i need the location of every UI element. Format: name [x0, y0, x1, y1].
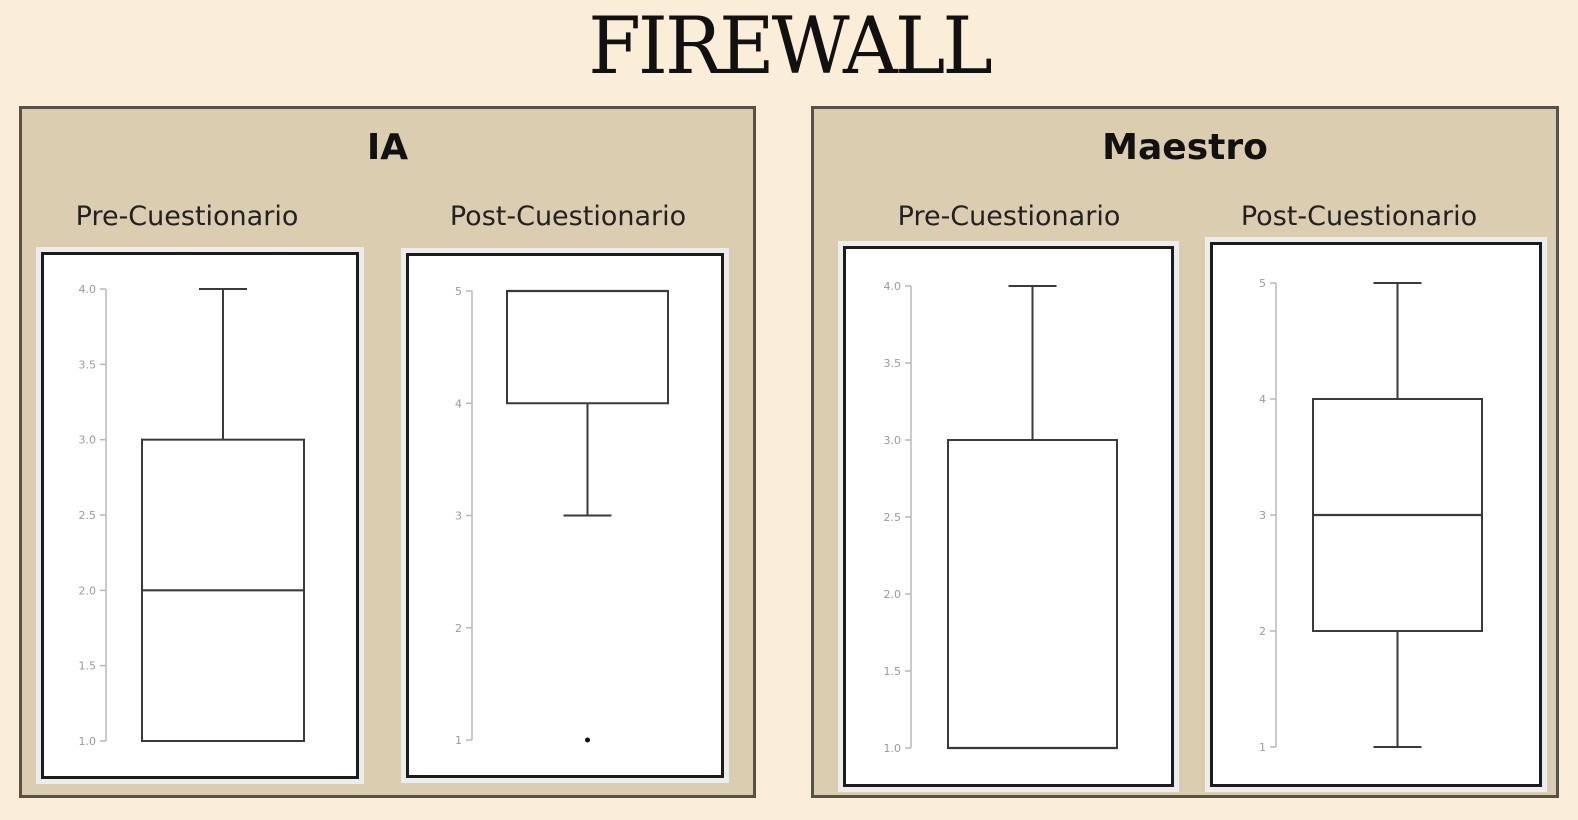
- y-tick-label: 5: [455, 285, 462, 298]
- chart-title: Post-Cuestionario: [1240, 201, 1478, 232]
- y-tick-label: 5: [1259, 277, 1266, 290]
- boxplot-chart: 1.0 1.5 2.0 2.5 3.0 3.5 4.0: [79, 283, 305, 748]
- boxplot-chart: 1.0 1.5 2.0 2.5 3.0 3.5 4.0: [884, 280, 1118, 755]
- y-tick-label: 1: [1259, 741, 1266, 754]
- group-panel-maestro: Maestro Pre-Cuestionario Post-Cuestionar…: [811, 106, 1559, 798]
- group-title: IA: [366, 127, 409, 168]
- boxplot-frame: 1 2 3 4 5: [1210, 242, 1542, 787]
- boxplot-frame: 1.0 1.5 2.0 2.5 3.0 3.5 4.0: [41, 252, 359, 779]
- box-iqr: [947, 439, 1118, 749]
- y-tick-label: 2.0: [79, 584, 97, 597]
- outlier-point: [585, 737, 590, 743]
- y-tick-label: 4: [455, 397, 462, 410]
- y-tick-label: 1.5: [79, 660, 97, 673]
- boxplot-frame: 1 2 3 4 5: [406, 253, 724, 778]
- page-title: FIREWALL: [588, 0, 993, 92]
- boxplot-chart: 1 2 3 4 5: [1259, 277, 1483, 754]
- chart-title: Post-Cuestionario: [449, 201, 687, 232]
- y-tick-label: 1.0: [79, 735, 97, 748]
- y-tick-label: 4.0: [79, 283, 97, 296]
- y-tick-label: 2: [455, 622, 462, 635]
- y-tick-label: 2.5: [79, 509, 97, 522]
- y-tick-label: 2.0: [884, 588, 902, 601]
- y-tick-label: 1: [455, 734, 462, 747]
- y-tick-label: 3.5: [884, 357, 902, 370]
- box-iqr: [506, 290, 669, 405]
- chart-title: Pre-Cuestionario: [897, 201, 1121, 232]
- chart-title: Pre-Cuestionario: [75, 201, 299, 232]
- y-tick-label: 2.5: [884, 511, 902, 524]
- y-tick-label: 3.0: [884, 434, 902, 447]
- y-tick-label: 2: [1259, 625, 1266, 638]
- y-tick-label: 4.0: [884, 280, 902, 293]
- boxplot-chart: 1 2 3 4 5: [455, 285, 669, 747]
- y-tick-label: 3: [455, 510, 462, 523]
- group-title: Maestro: [1102, 127, 1268, 168]
- y-tick-label: 3: [1259, 509, 1266, 522]
- boxplot-frame: 1.0 1.5 2.0 2.5 3.0 3.5 4.0: [843, 246, 1174, 787]
- y-tick-label: 4: [1259, 393, 1266, 406]
- y-tick-label: 1.5: [884, 665, 902, 678]
- group-panel-ia: IA Pre-Cuestionario Post-Cuestionario 1.…: [19, 106, 756, 798]
- y-tick-label: 1.0: [884, 742, 902, 755]
- y-tick-label: 3.0: [79, 434, 97, 447]
- y-tick-label: 3.5: [79, 358, 97, 371]
